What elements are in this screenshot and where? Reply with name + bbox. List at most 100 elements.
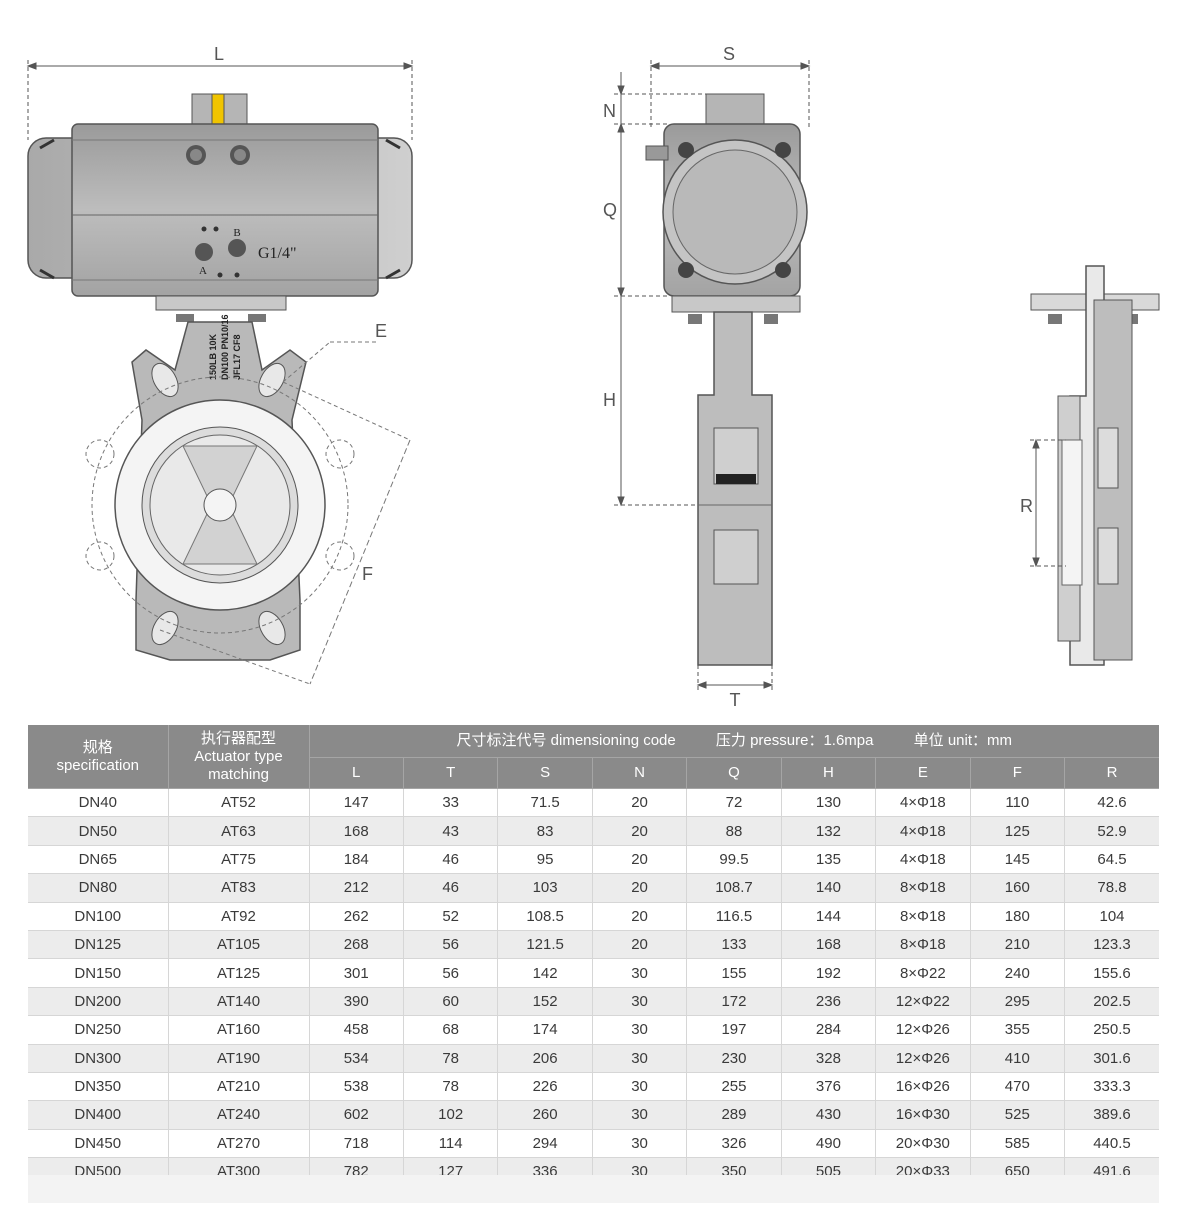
column-header-s: S	[497, 757, 593, 789]
table-cell: 12×Φ22	[875, 987, 971, 1017]
table-cell: 294	[497, 1129, 593, 1159]
table-cell: 104	[1064, 902, 1159, 931]
table-cell: 212	[309, 873, 404, 903]
table-cell: 108.7	[686, 873, 782, 903]
table-cell: 260	[497, 1100, 593, 1130]
svg-text:DN100 PN10/16: DN100 PN10/16	[220, 314, 230, 380]
table-cell: 71.5	[497, 788, 593, 818]
table-cell: 172	[686, 987, 782, 1017]
table-cell: 180	[970, 902, 1066, 931]
column-header-r: R	[1064, 757, 1159, 789]
dim-label-n: N	[603, 101, 616, 121]
table-cell: DN300	[28, 1044, 169, 1073]
table-cell: 102	[403, 1100, 499, 1130]
header-dimension-group: 尺寸标注代号 dimensioning code 压力 pressure：1.6…	[309, 725, 1159, 758]
table-cell: 64.5	[1064, 845, 1159, 875]
section-view: R	[1020, 265, 1160, 666]
table-cell: 192	[781, 958, 877, 988]
table-cell: 168	[781, 930, 877, 960]
table-cell: 197	[686, 1015, 782, 1045]
table-cell: 301.6	[1064, 1044, 1159, 1073]
table-cell: 376	[781, 1072, 877, 1102]
table-cell: AT190	[168, 1044, 310, 1073]
table-cell: 206	[497, 1044, 593, 1073]
header-actuator-cn: 执行器配型	[200, 729, 276, 747]
table-cell: 289	[686, 1100, 782, 1130]
table-cell: 328	[781, 1044, 877, 1073]
table-cell: 4×Φ18	[875, 845, 971, 875]
dimension-l	[26, 60, 414, 140]
table-cell: 145	[970, 845, 1066, 875]
header-dimensioning-code: 尺寸标注代号 dimensioning code	[456, 732, 676, 749]
table-cell: 46	[403, 845, 499, 875]
table-cell: 226	[497, 1072, 593, 1102]
table-cell: 255	[686, 1072, 782, 1102]
table-cell: 12×Φ26	[875, 1044, 971, 1073]
stem-yellow-mark	[211, 93, 225, 125]
table-cell: 525	[970, 1100, 1066, 1130]
neck-text: 150LB 10K DN100 PN10/16 JFL17 CF8	[208, 314, 242, 380]
table-cell: 8×Φ18	[875, 873, 971, 903]
front-view: L B A G1/4" 150LB	[26, 44, 414, 685]
table-cell: 140	[781, 873, 877, 903]
table-cell: 8×Φ22	[875, 958, 971, 988]
technical-drawing: L B A G1/4" 150LB	[26, 44, 1160, 710]
table-cell: DN250	[28, 1015, 169, 1045]
column-header-q: Q	[686, 757, 782, 789]
table-cell: 230	[686, 1044, 782, 1073]
table-cell: 155	[686, 958, 782, 988]
table-cell: 68	[403, 1015, 499, 1045]
table-cell: 458	[309, 1015, 404, 1045]
header-unit: 单位 unit：mm	[913, 732, 1012, 749]
dim-label-l: L	[214, 44, 224, 64]
table-cell: 30	[592, 1044, 688, 1073]
header-specification: 规格 specification	[28, 725, 169, 789]
dimension-nqh	[614, 72, 708, 507]
dimension-r	[1030, 438, 1066, 568]
table-cell: 103	[497, 873, 593, 903]
table-cell: 155.6	[1064, 958, 1159, 988]
table-cell: DN125	[28, 930, 169, 960]
column-header-h: H	[781, 757, 877, 789]
table-cell: 585	[970, 1129, 1066, 1159]
table-cell: 99.5	[686, 845, 782, 875]
table-cell: AT83	[168, 873, 310, 903]
table-cell: 8×Φ18	[875, 930, 971, 960]
table-cell: AT92	[168, 902, 310, 931]
table-cell: 108.5	[497, 902, 593, 931]
table-cell: DN350	[28, 1072, 169, 1102]
table-cell: 160	[970, 873, 1066, 903]
table-cell: AT63	[168, 816, 310, 846]
dim-label-h: H	[603, 390, 616, 410]
specification-table: 规格 specification 执行器配型 Actuator type mat…	[28, 725, 1159, 1187]
table-cell: 56	[403, 930, 499, 960]
table-cell: 72	[686, 788, 782, 818]
table-cell: 295	[970, 987, 1066, 1017]
table-cell: 88	[686, 816, 782, 846]
column-header-l: L	[309, 757, 404, 789]
table-cell: 301	[309, 958, 404, 988]
table-cell: 30	[592, 1129, 688, 1159]
table-cell: AT140	[168, 987, 310, 1017]
table-cell: AT160	[168, 1015, 310, 1045]
table-cell: 20×Φ30	[875, 1129, 971, 1159]
table-cell: 144	[781, 902, 877, 931]
table-cell: 52.9	[1064, 816, 1159, 846]
dim-label-r: R	[1020, 496, 1033, 516]
dim-label-e: E	[375, 321, 387, 341]
header-actuator: 执行器配型 Actuator type matching	[168, 725, 310, 789]
svg-text:JFL17 CF8: JFL17 CF8	[232, 334, 242, 380]
table-cell: 718	[309, 1129, 404, 1159]
table-cell: DN200	[28, 987, 169, 1017]
table-cell: DN150	[28, 958, 169, 988]
table-cell: 534	[309, 1044, 404, 1073]
